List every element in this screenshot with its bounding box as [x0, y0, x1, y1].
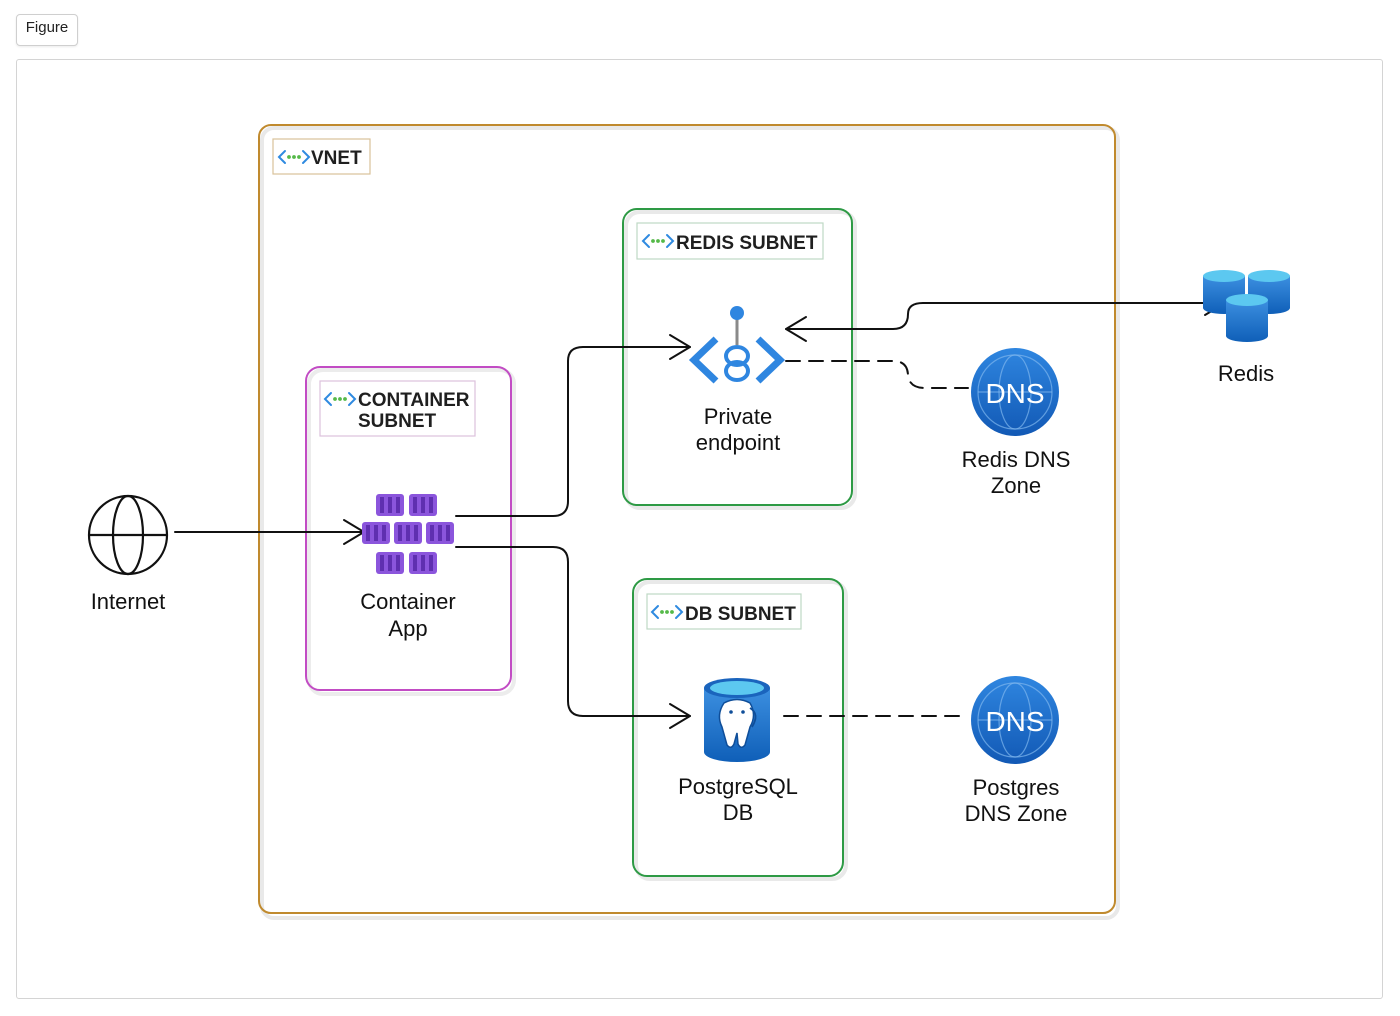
postgres-dns-label-line2: DNS Zone	[965, 801, 1068, 826]
connector-container-app-to-private-endpoint	[455, 334, 691, 517]
connector-internet-to-container-app	[174, 519, 365, 545]
vnet-container	[258, 124, 1120, 920]
postgres-dns-zone-node[interactable]: DNS Postgres DNS Zone	[965, 676, 1068, 826]
vnet-tag: VNET	[272, 138, 371, 175]
diagram-canvas	[16, 59, 1383, 999]
connector-container-app-to-postgres	[455, 546, 691, 729]
globe-icon	[87, 494, 169, 576]
container-app-label-line1: Container	[360, 589, 455, 614]
redis-dns-label-line2: Zone	[991, 473, 1041, 498]
internet-node[interactable]: Internet	[87, 494, 169, 614]
internet-label: Internet	[91, 589, 166, 614]
private-endpoint-label-line2: endpoint	[696, 430, 780, 455]
postgres-label-line1: PostgreSQL	[678, 774, 798, 799]
container-app-node[interactable]: Container App	[360, 494, 456, 641]
postgresql-icon	[704, 678, 770, 762]
db-subnet-container	[632, 578, 848, 881]
dns-icon: DNS	[971, 676, 1059, 764]
redis-node[interactable]: Redis	[1203, 270, 1290, 386]
redis-dns-icon-text: DNS	[985, 378, 1044, 409]
container-subnet-tag: CONTAINER SUBNET	[319, 380, 476, 437]
db-subnet-label: DB SUBNET	[685, 604, 796, 625]
redis-dns-zone-node[interactable]: DNS Redis DNS Zone	[962, 348, 1071, 498]
private-endpoint-icon	[688, 306, 786, 384]
redis-subnet-label: REDIS SUBNET	[676, 233, 818, 254]
container-apps-icon	[362, 494, 454, 574]
postgres-dns-icon-text: DNS	[985, 706, 1044, 737]
vnet-label: VNET	[311, 148, 362, 169]
figure-tab[interactable]: Figure	[16, 14, 78, 46]
container-subnet-label-line2: SUBNET	[358, 411, 437, 432]
redis-subnet-tag: REDIS SUBNET	[636, 222, 824, 260]
private-endpoint-node[interactable]: Private endpoint	[688, 306, 786, 455]
postgres-label-line2: DB	[723, 800, 754, 825]
dns-icon: DNS	[971, 348, 1059, 436]
private-endpoint-label-line1: Private	[704, 404, 772, 429]
container-subnet-label-line1: CONTAINER	[358, 390, 470, 411]
connector-private-endpoint-to-redis-dns	[785, 360, 969, 389]
postgres-db-node[interactable]: PostgreSQL DB	[678, 678, 798, 825]
redis-label: Redis	[1218, 361, 1274, 386]
db-subnet-tag: DB SUBNET	[646, 593, 802, 630]
postgres-dns-label-line1: Postgres	[973, 775, 1060, 800]
container-app-label-line2: App	[388, 616, 427, 641]
redis-cache-icon	[1203, 270, 1290, 342]
redis-dns-label-line1: Redis DNS	[962, 447, 1071, 472]
